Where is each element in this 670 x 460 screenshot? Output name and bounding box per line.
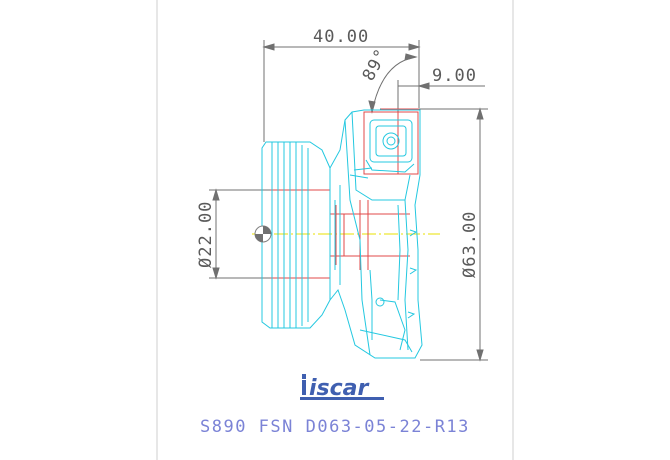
- hidden-lines: [270, 108, 419, 279]
- iscar-logo: iscar: [300, 374, 384, 401]
- dimension-bore-diameter: [209, 188, 270, 280]
- dimension-overall-length: [262, 40, 421, 142]
- tool-designation: S890 FSN D063-05-22-R13: [200, 417, 470, 437]
- cutter-body: [261, 109, 423, 359]
- dimension-lead-angle-label: 89°: [359, 45, 392, 84]
- keyway-symbol: [254, 225, 272, 243]
- dimension-insert-offset-label: 9.00: [432, 66, 477, 86]
- dimension-overall-length-label: 40.00: [313, 27, 369, 47]
- dimension-bore-diameter-label: Ø22.00: [196, 201, 216, 268]
- dimension-insert-offset: [397, 80, 485, 112]
- dimension-cutting-diameter-label: Ø63.00: [460, 211, 480, 278]
- dimension-cutting-diameter: [380, 107, 488, 362]
- dimension-lead-angle: [368, 53, 418, 114]
- iscar-logo-text: iscar: [309, 376, 370, 401]
